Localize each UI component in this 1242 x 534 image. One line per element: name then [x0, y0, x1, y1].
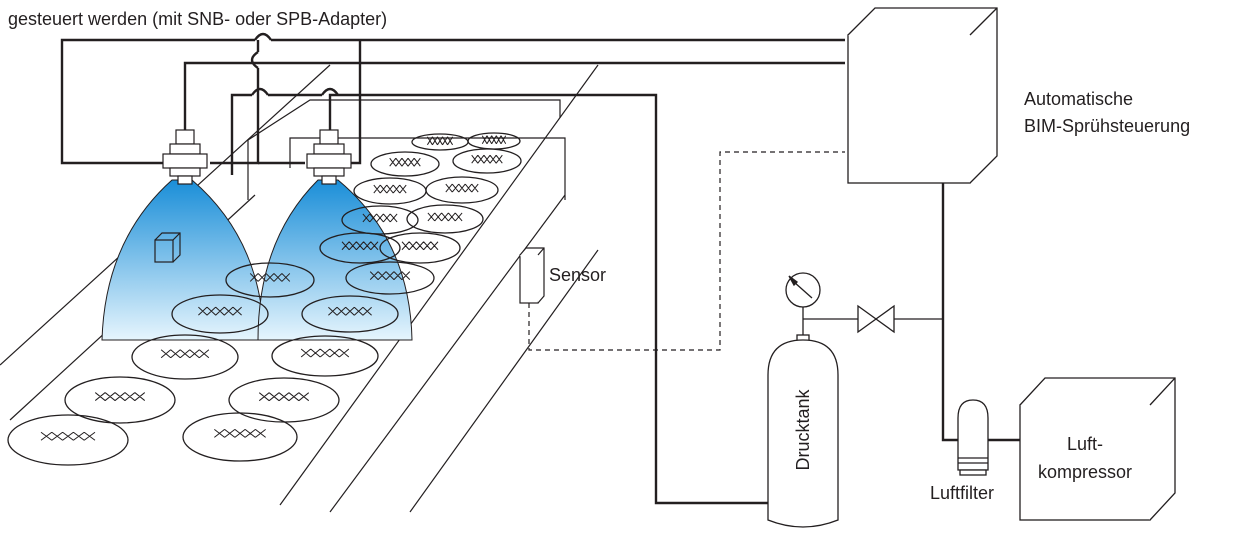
air-filter: [957, 399, 989, 476]
product-1: [7, 414, 129, 466]
product-8: [301, 295, 399, 333]
filter-label: Luftfilter: [930, 483, 995, 503]
pressure-line: [183, 61, 845, 505]
product-19: [411, 133, 469, 151]
product-15: [353, 177, 427, 205]
product-12: [379, 232, 461, 264]
sensor-signal-line: [528, 151, 845, 351]
product-4: [228, 377, 340, 423]
controller-label-line1: Automatische: [1024, 89, 1134, 109]
compressor-label-line1: Luft-: [1066, 434, 1104, 454]
spray-nozzle-2: [306, 129, 352, 185]
spray-nozzle-1: [162, 129, 208, 185]
product-mark-14: [427, 212, 463, 222]
product-20: [467, 132, 521, 150]
product-3: [64, 376, 176, 424]
valve-icon: [857, 304, 895, 334]
sensor-label: Sensor: [549, 265, 607, 285]
product-mark-1: [40, 431, 96, 441]
product-mark-17: [389, 157, 421, 167]
product-mark-15: [373, 184, 407, 194]
product-5: [131, 334, 239, 380]
product-mark-12: [401, 241, 439, 251]
caption: gesteuert werden (mit SNB- oder SPB-Adap…: [8, 9, 388, 29]
product-mark-11: [341, 241, 379, 251]
compressor-label-line2: kompressor: [1037, 462, 1133, 482]
product-mark-9: [249, 273, 291, 282]
product-mark-4: [258, 392, 310, 402]
product-mark-18: [471, 154, 503, 164]
product-mark-2: [214, 429, 266, 438]
controller-box: [847, 7, 998, 184]
product-mark-5: [160, 349, 210, 359]
air-compressor-box: [1019, 377, 1176, 521]
sensor: [519, 247, 545, 304]
conveyor-object: [154, 232, 181, 263]
product-mark-8: [328, 306, 372, 316]
product-11: [319, 232, 401, 264]
product-9: [225, 262, 315, 298]
pressure-gauge-icon: [785, 272, 821, 337]
product-mark-19: [426, 136, 454, 146]
product-mark-13: [362, 213, 398, 223]
product-14: [406, 204, 484, 234]
product-2: [182, 412, 298, 462]
products: [7, 132, 522, 466]
product-mark-3: [94, 392, 146, 401]
product-mark-10: [369, 271, 411, 280]
tank-label: Drucktank: [793, 389, 813, 471]
controller-label-line2: BIM-Sprühsteuerung: [1024, 116, 1191, 136]
product-mark-6: [300, 348, 350, 358]
pressure-tank: [767, 334, 839, 528]
product-6: [271, 335, 379, 377]
product-10: [345, 261, 435, 295]
product-mark-20: [481, 135, 507, 145]
product-mark-7: [198, 306, 242, 316]
spray-cones: [101, 179, 413, 341]
product-13: [341, 205, 419, 235]
product-18: [452, 148, 522, 174]
product-17: [370, 151, 440, 177]
air-line: [941, 183, 1020, 442]
product-mark-16: [445, 183, 479, 193]
product-16: [425, 176, 499, 204]
conveyor: [0, 64, 599, 513]
control-cable: [60, 32, 845, 165]
product-7: [171, 294, 269, 334]
